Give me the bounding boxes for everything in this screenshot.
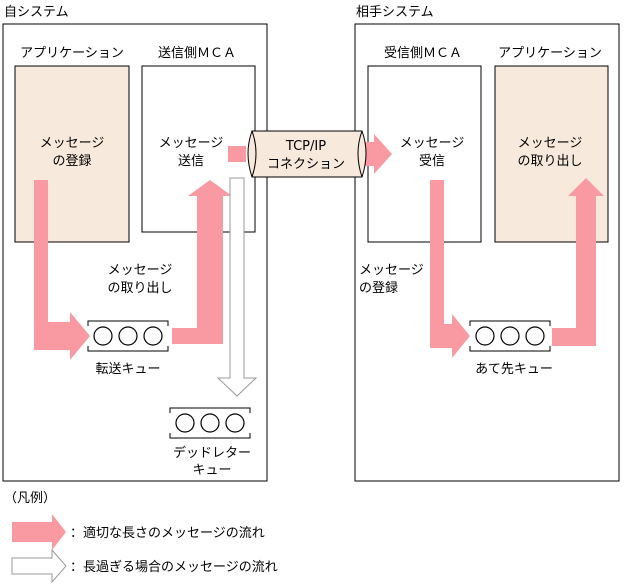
dead-letter-label-line1: デッドレター [173,445,251,461]
destination-queue-label: あて先キュー [475,362,553,377]
local-app-line1: メッセージ [40,136,105,151]
remote-app-line2: の取り出し [517,154,582,169]
queue-slot [118,326,138,346]
retrieve-label-line1: メッセージ [108,263,173,278]
queue-slot [225,413,245,433]
queue-slot [475,326,495,346]
send-mca-line2: 送信 [178,154,204,169]
flow-arrow-destination-queue-to-remote-app [552,178,604,346]
remote-system-frame [354,23,620,482]
remote-system: 相手システム 受信側ＭＣＡ メッセージ 受信 アプリケーション メッセージ の取… [354,5,620,482]
legend-normal-arrow-icon [12,514,66,550]
legend-too-long-arrow-icon [11,548,67,584]
flow-arrow-register-to-transfer-queue [34,180,90,360]
register-label-line2: の登録 [359,281,398,296]
queue-slot [500,326,520,346]
receive-mca-line1: メッセージ [400,136,465,151]
connection-line1: TCP/IP [285,139,326,154]
remote-app-title: アプリケーション [498,46,602,61]
queue-slot [143,326,163,346]
legend-normal-label: ：適切な長さのメッセージの流れ [70,525,265,541]
queue-slot [175,413,195,433]
flow-arrow-receive-mca-to-destination-queue [430,180,470,358]
local-system-title: 自システム [4,5,69,20]
register-label-line1: メッセージ [359,263,424,278]
local-system-frame [2,23,268,482]
transfer-queue [87,320,169,352]
send-mca-line1: メッセージ [159,136,224,151]
queue-slot [200,413,220,433]
flow-arrow-connection-to-receive-mca [362,134,392,174]
receive-mca-title: 受信側ＭＣＡ [384,46,462,61]
destination-queue [469,320,551,352]
receive-mca-line2: 受信 [419,154,445,169]
legend-too-long-label: ：長過ぎる場合のメッセージの流れ [70,560,278,575]
local-app-title: アプリケーション [20,46,124,61]
legend-title: （凡例） [4,491,56,506]
queue-slot [93,326,113,346]
legend: （凡例） ：適切な長さのメッセージの流れ ：長過ぎる場合のメッセージの流れ [4,491,278,584]
retrieve-label-line2: の取り出し [107,281,172,296]
remote-system-title: 相手システム [356,5,434,20]
flow-arrow-send-mca-to-connection [228,146,246,162]
tcpip-connection: TCP/IP コネクション [247,130,367,178]
local-app-line2: の登録 [52,154,91,169]
connection-line2: コネクション [267,157,345,172]
flow-arrow-transfer-queue-to-send-mca [172,180,232,344]
transfer-queue-label: 転送キュー [95,362,160,377]
send-mca-title: 送信側ＭＣＡ [158,46,236,61]
remote-app-line1: メッセージ [518,136,583,151]
dead-letter-label-line2: キュー [192,463,231,478]
dead-letter-queue [169,407,251,439]
queue-slot [525,326,545,346]
overflow-arrow-to-dead-letter-queue [216,177,258,397]
